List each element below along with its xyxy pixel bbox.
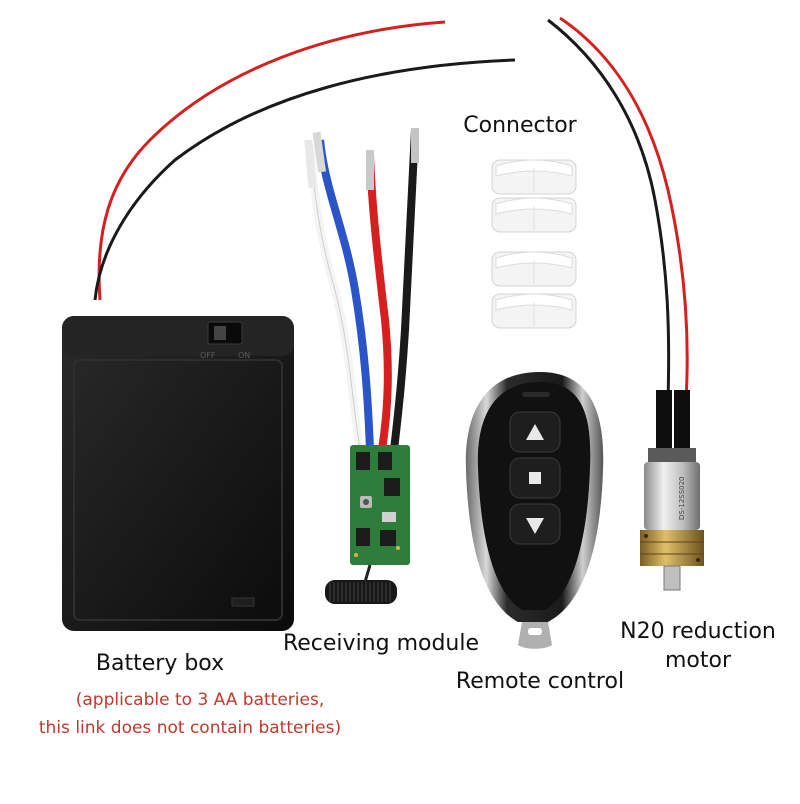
connector-clip-1 bbox=[491, 159, 577, 195]
battery-box: OFF ON bbox=[62, 316, 294, 631]
remote-stop-button bbox=[509, 457, 561, 499]
motor-print-text: DS-12SS020 bbox=[678, 476, 686, 520]
connector-label: Connector bbox=[463, 113, 577, 138]
receiver-wires bbox=[304, 128, 419, 451]
wire-connectors bbox=[491, 159, 577, 329]
motor-wires bbox=[547, 16, 690, 461]
receiving-module-label: Receiving module bbox=[282, 631, 480, 656]
power-switch: OFF ON bbox=[200, 321, 250, 360]
connector-clip-3 bbox=[491, 251, 577, 287]
switch-on-label: ON bbox=[238, 351, 250, 360]
motor-label-line1: N20 reduction bbox=[620, 619, 776, 644]
battery-box-label: Battery box bbox=[95, 651, 225, 676]
remote-control-label: Remote control bbox=[455, 669, 625, 694]
receiving-module-board bbox=[350, 445, 410, 565]
remote-down-button bbox=[509, 503, 561, 545]
antenna-coil bbox=[325, 564, 397, 604]
battery-box-wires bbox=[93, 20, 516, 301]
connector-clip-4 bbox=[491, 293, 577, 329]
remote-up-button bbox=[509, 411, 561, 453]
motor-label-line2: motor bbox=[664, 648, 732, 673]
connector-clip-2 bbox=[491, 197, 577, 233]
n20-motor: DS-12SS020 bbox=[640, 448, 704, 591]
remote-control bbox=[465, 372, 604, 649]
battery-note-line1: (applicable to 3 AA batteries, bbox=[75, 690, 325, 710]
battery-note-line2: this link does not contain batteries) bbox=[38, 718, 342, 738]
switch-off-label: OFF bbox=[200, 351, 216, 360]
